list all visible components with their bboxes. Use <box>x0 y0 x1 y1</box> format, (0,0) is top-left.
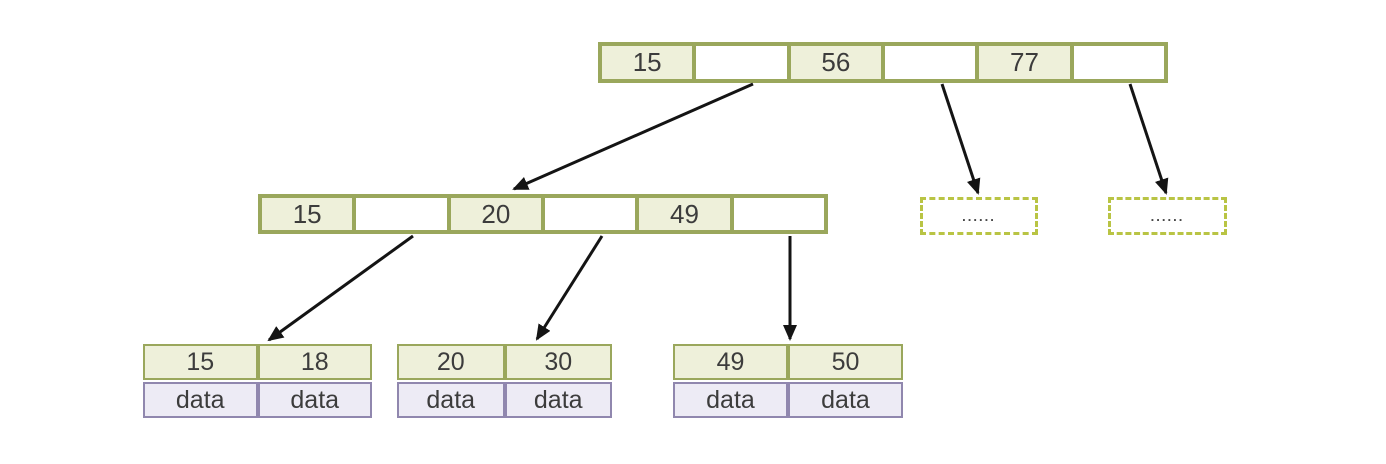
key-cell: 15 <box>260 196 355 232</box>
key-cell: 49 <box>673 344 788 380</box>
pointer-arrow-root-to-ellipsis-1 <box>940 83 981 195</box>
ellipsis-node: ...... <box>1108 197 1227 235</box>
key-cell: 18 <box>257 344 372 380</box>
leaf-key-row: 49 50 <box>673 344 903 380</box>
pointer-arrow-root-to-internal <box>512 82 754 191</box>
key-cell: 49 <box>637 196 732 232</box>
data-cell: data <box>673 382 788 418</box>
pointer-arrow-root-to-ellipsis-2 <box>1128 83 1169 195</box>
ellipsis-label: ...... <box>1150 208 1185 224</box>
pointer-arrow-internal-to-leaf-2 <box>535 235 604 341</box>
btree-leaf-node: 20 30 data data <box>397 344 612 418</box>
leaf-data-row: data data <box>143 382 372 418</box>
pointer-arrow-internal-to-leaf-1 <box>267 234 414 342</box>
leaf-data-row: data data <box>397 382 612 418</box>
btree-leaf-node: 15 18 data data <box>143 344 372 418</box>
key-cell: 30 <box>504 344 612 380</box>
leaf-data-row: data data <box>673 382 903 418</box>
pointer-cell <box>731 196 826 232</box>
data-cell: data <box>143 382 258 418</box>
btree-leaf-node: 49 50 data data <box>673 344 903 418</box>
pointer-cell <box>1071 44 1166 81</box>
data-cell: data <box>257 382 372 418</box>
ellipsis-node: ...... <box>920 197 1038 235</box>
key-cell: 20 <box>397 344 505 380</box>
key-cell: 15 <box>143 344 258 380</box>
key-cell: 20 <box>448 196 543 232</box>
leaf-key-row: 15 18 <box>143 344 372 380</box>
data-cell: data <box>397 382 505 418</box>
key-cell: 77 <box>977 44 1072 81</box>
btree-root-node: 15 56 77 <box>598 42 1168 83</box>
key-cell: 50 <box>788 344 903 380</box>
pointer-cell <box>694 44 789 81</box>
key-cell: 56 <box>788 44 883 81</box>
pointer-cell <box>882 44 978 81</box>
pointer-cell <box>542 196 638 232</box>
btree-internal-node: 15 20 49 <box>258 194 828 234</box>
data-cell: data <box>788 382 903 418</box>
ellipsis-label: ...... <box>962 208 996 224</box>
leaf-key-row: 20 30 <box>397 344 612 380</box>
pointer-cell <box>354 196 449 232</box>
key-cell: 15 <box>600 44 695 81</box>
data-cell: data <box>504 382 612 418</box>
